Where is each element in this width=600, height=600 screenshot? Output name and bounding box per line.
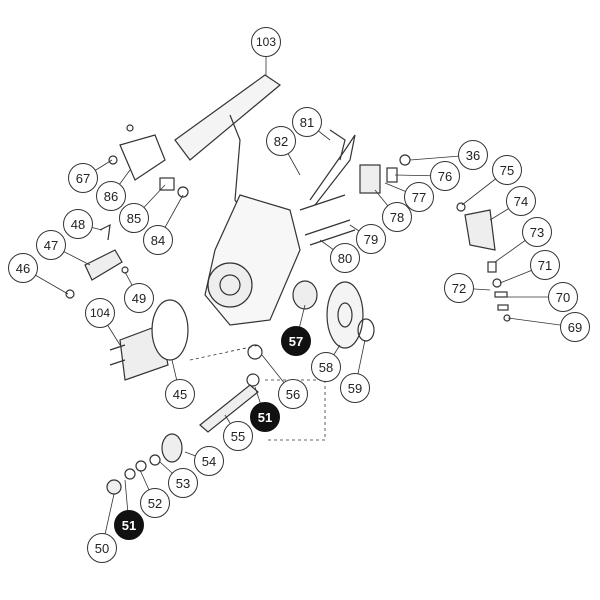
part-callout-53: 53 xyxy=(168,468,198,498)
part-callout-79: 79 xyxy=(356,224,386,254)
part-callout-73: 73 xyxy=(522,217,552,247)
part-callout-84: 84 xyxy=(143,225,173,255)
part-callout-81: 81 xyxy=(292,107,322,137)
left-parts xyxy=(65,124,189,299)
part-callout-56: 56 xyxy=(278,379,308,409)
part-callout-69: 69 xyxy=(560,312,590,342)
part-callout-55: 55 xyxy=(223,421,253,451)
part-callout-80: 80 xyxy=(330,243,360,273)
part-callout-47: 47 xyxy=(36,230,66,260)
bail-parts xyxy=(299,129,511,322)
part-callout-46: 46 xyxy=(8,253,38,283)
part-callout-52: 52 xyxy=(140,488,170,518)
part-callout-82: 82 xyxy=(266,126,296,156)
part-callout-103: 103 xyxy=(251,27,281,57)
part-callout-49: 49 xyxy=(124,283,154,313)
reel-body-part xyxy=(204,194,301,326)
part-callout-51: 51 xyxy=(250,402,280,432)
handle-part xyxy=(174,74,282,216)
part-callout-59: 59 xyxy=(340,373,370,403)
part-callout-86: 86 xyxy=(96,181,126,211)
main-shaft-part xyxy=(106,373,260,495)
part-callout-85: 85 xyxy=(119,203,149,233)
part-callout-50: 50 xyxy=(87,533,117,563)
part-callout-48: 48 xyxy=(63,209,93,239)
part-callout-57: 57 xyxy=(281,326,311,356)
part-callout-45: 45 xyxy=(165,379,195,409)
part-callout-76: 76 xyxy=(430,161,460,191)
part-callout-72: 72 xyxy=(444,273,474,303)
part-callout-74: 74 xyxy=(506,186,536,216)
part-callout-67: 67 xyxy=(68,163,98,193)
part-callout-104: 104 xyxy=(85,298,115,328)
part-callout-54: 54 xyxy=(194,446,224,476)
part-callout-78: 78 xyxy=(382,202,412,232)
part-callout-51: 51 xyxy=(114,510,144,540)
part-callout-36: 36 xyxy=(458,140,488,170)
drive-gear-part xyxy=(247,280,375,360)
part-callout-58: 58 xyxy=(311,352,341,382)
part-callout-75: 75 xyxy=(492,155,522,185)
part-callout-71: 71 xyxy=(530,250,560,280)
part-callout-70: 70 xyxy=(548,282,578,312)
pinion-gear-part xyxy=(109,299,189,381)
